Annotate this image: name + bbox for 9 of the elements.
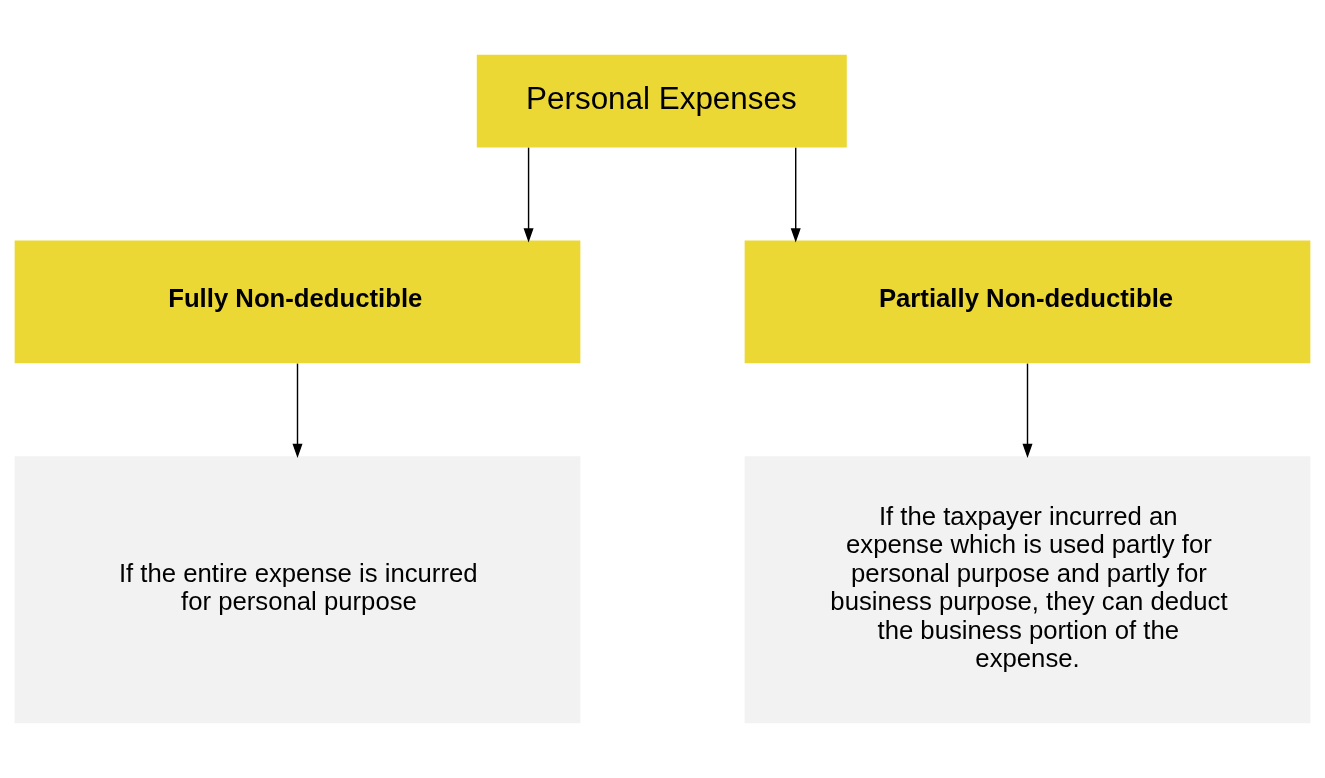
arrow: [790, 147, 801, 243]
arrow: [523, 147, 534, 243]
node-box: Personal Expenses: [476, 54, 847, 148]
node-box: Partially Non-deductible: [744, 240, 1311, 364]
arrow: [292, 362, 303, 459]
node-box: If the taxpayer incurred an expense which is used partly for personal purpose and partly for business purpose, they can deduct the business portion of the expense.: [744, 456, 1311, 724]
node-box: Fully Non-deductible: [14, 240, 581, 364]
arrow: [1022, 362, 1033, 459]
node-box: If the entire expense is incurred for personal purpose: [14, 456, 581, 724]
